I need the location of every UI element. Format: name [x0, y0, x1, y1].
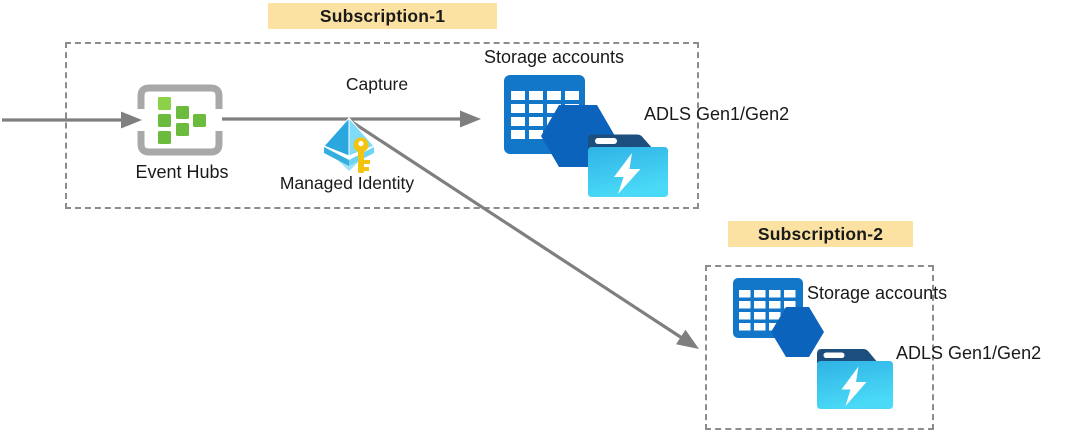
- storage-accounts-label-2: Storage accounts: [807, 283, 948, 303]
- storage-accounts-icon-2: [733, 278, 824, 357]
- lightning-bolt-icon: [614, 153, 641, 194]
- cross-subscription-arrow: [348, 118, 699, 349]
- subscription-1-label: Subscription-1: [268, 3, 497, 29]
- subscription-2-box: [705, 265, 934, 430]
- capture-arrow: [222, 110, 481, 128]
- storage-accounts-icon: [504, 75, 615, 167]
- adls-label: ADLS Gen1/Gen2: [644, 104, 790, 124]
- inbound-arrow: [2, 111, 142, 129]
- capture-label: Capture: [345, 74, 409, 94]
- managed-identity-icon: [323, 116, 375, 173]
- subscription-1-box: [65, 42, 699, 209]
- subscription-2-label: Subscription-2: [728, 221, 913, 247]
- adls-gen-icon-2: [817, 349, 893, 409]
- storage-accounts-label: Storage accounts: [483, 47, 625, 67]
- lightning-bolt-icon: [841, 366, 867, 406]
- event-hubs-icon: [137, 84, 223, 156]
- adls-gen-icon: [588, 134, 668, 197]
- hexagon-shape: [771, 307, 824, 357]
- adls-label-2: ADLS Gen1/Gen2: [896, 343, 1042, 363]
- managed-identity-label: Managed Identity: [279, 173, 415, 193]
- event-hubs-label: Event Hubs: [135, 162, 229, 182]
- key-icon: [353, 137, 370, 173]
